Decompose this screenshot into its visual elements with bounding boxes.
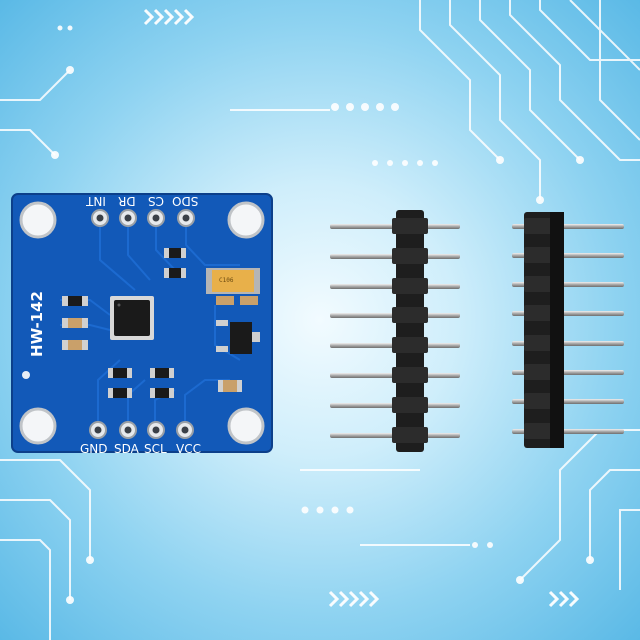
- pin-header-2: [512, 212, 624, 448]
- board-marker-dot: [22, 371, 30, 379]
- pin-label-vcc: VCC: [176, 442, 201, 456]
- pin-header-1: [330, 210, 460, 452]
- pin-label-sda: SDA: [114, 442, 139, 456]
- voltage-regulator: [216, 320, 260, 354]
- sensor-chip: [110, 296, 154, 340]
- bottom-pin-pads: [89, 421, 194, 439]
- pin-label-scl: SCL: [144, 442, 167, 456]
- mounting-holes: [19, 201, 265, 445]
- top-pin-pads: [91, 209, 195, 227]
- tantalum-capacitor: [206, 268, 260, 294]
- capacitor-code: C106: [219, 277, 234, 284]
- smd-components: [62, 248, 258, 398]
- pin-label-gnd: GND: [80, 442, 108, 456]
